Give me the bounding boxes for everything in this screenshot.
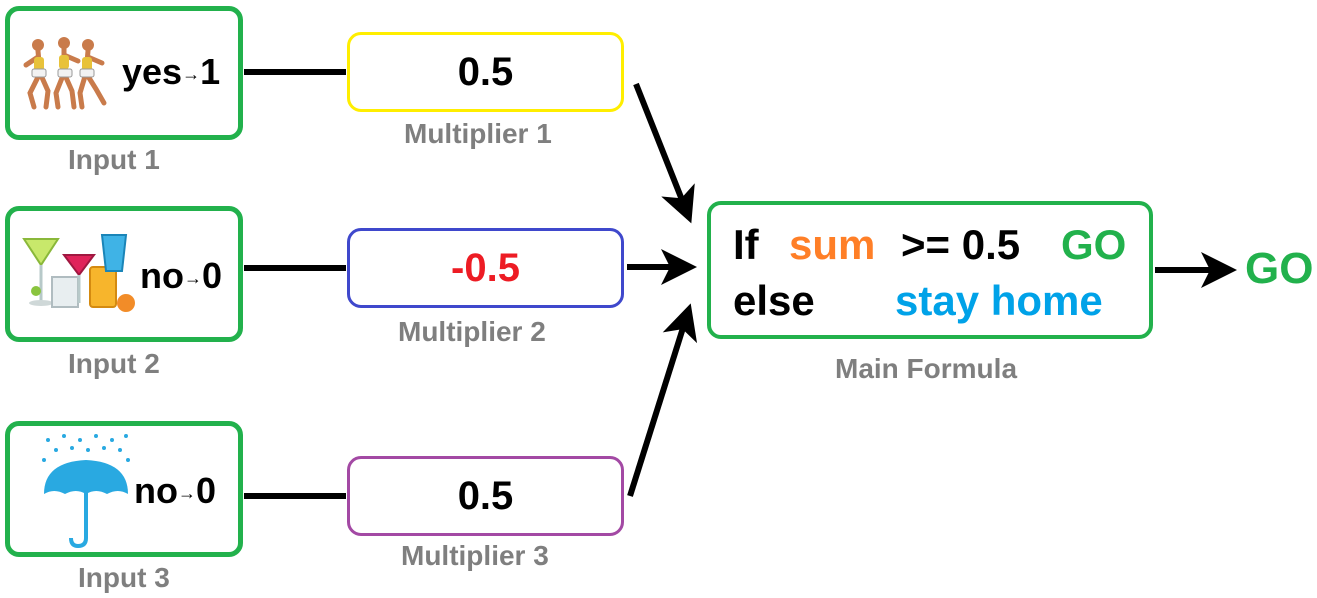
main-formula-label: Main Formula (835, 353, 1018, 384)
arrow-mult3-formula (627, 303, 698, 497)
formula-stay-home: stay home (895, 277, 1103, 324)
input-2-answer: no (140, 255, 184, 296)
input-2-box: no→0 (5, 206, 243, 342)
umbrella-rain-icon (42, 434, 130, 549)
arrow-mult1-formula (633, 82, 695, 224)
multiplier-2-box: -0.5 (347, 228, 624, 308)
input-3-answer: no (134, 470, 178, 511)
multiplier-1-box: 0.5 (347, 32, 624, 112)
multiplier-3-box: 0.5 (347, 456, 624, 536)
input-2-number: 0 (201, 255, 223, 296)
formula-compare: >= 0.5 (901, 221, 1021, 268)
multiplier-3-label: Multiplier 3 (401, 540, 549, 571)
right-arrow-icon: → (182, 63, 201, 84)
multiplier-3-value: 0.5 (457, 473, 514, 518)
input-1-box: yes→1 (5, 6, 243, 140)
formula-if: If (733, 221, 759, 268)
input-1-number: 1 (200, 51, 221, 92)
multiplier-1-label: Multiplier 1 (404, 118, 552, 149)
multiplier-2-label: Multiplier 2 (398, 316, 546, 347)
input-1-label: Input 1 (68, 144, 160, 175)
dancing-girls-icon (23, 37, 107, 110)
main-formula-box: If sum >= 0.5 GO else stay home (707, 201, 1153, 339)
right-arrow-icon: → (183, 267, 202, 288)
input-1-value: yes→1 (122, 51, 220, 93)
multiplier-1-value: 0.5 (457, 49, 514, 94)
input-2-value: no→0 (140, 255, 222, 297)
formula-sum: sum (789, 221, 876, 268)
input-3-value: no→0 (134, 470, 216, 512)
formula-else: else (733, 277, 815, 324)
right-arrow-icon: → (177, 482, 196, 503)
input-3-number: 0 (195, 470, 217, 511)
multiplier-2-value: -0.5 (451, 245, 520, 290)
input-2-label: Input 2 (68, 348, 160, 379)
input-3-box: no→0 (5, 421, 243, 557)
cocktails-icon (22, 234, 135, 312)
output-value: GO (1245, 244, 1314, 293)
input-1-answer: yes (122, 51, 183, 92)
formula-go: GO (1061, 221, 1127, 268)
input-3-label: Input 3 (78, 562, 170, 593)
